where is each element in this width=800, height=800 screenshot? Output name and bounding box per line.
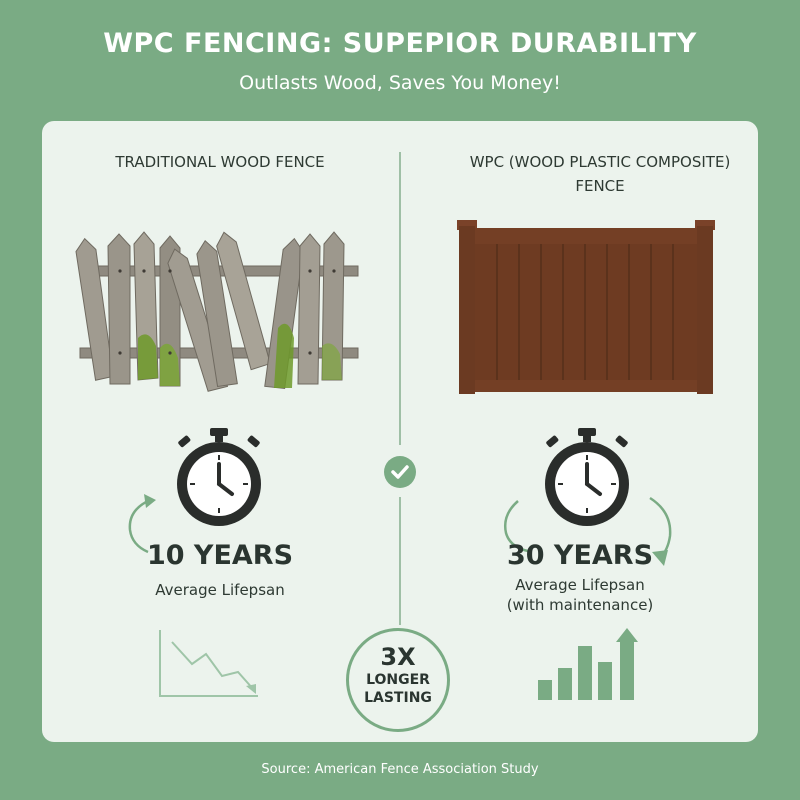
wpc-lifespan-note: (with maintenance) (506, 596, 654, 614)
multiplier-line1: LONGER (366, 672, 430, 688)
wood-stopwatch-icon (177, 428, 261, 526)
wpc-cycle-arrow-left-icon (504, 500, 529, 553)
declining-line-chart-icon (159, 630, 258, 697)
check-circle-icon (384, 456, 416, 488)
broken-wood-fence-icon (75, 231, 359, 392)
wpc-fence-heading: WPC (WOOD PLASTIC COMPOSITE) FENCE (440, 150, 760, 198)
page-subtitle: Outlasts Wood, Saves You Money! (239, 72, 561, 94)
page-title: WPC FENCING: SUPEPIOR DURABILITY (103, 28, 697, 59)
wpc-stopwatch-icon (545, 428, 629, 526)
center-divider-top (399, 152, 401, 445)
source-citation: Source: American Fence Association Study (261, 762, 539, 777)
wpc-cycle-arrow-right-icon (649, 496, 672, 566)
center-divider-bottom (399, 497, 401, 625)
wpc-heading-line2: FENCE (575, 177, 625, 195)
rising-bar-chart-icon (538, 628, 638, 700)
wpc-lifespan-text: Average Lifepsan (515, 576, 645, 594)
wpc-fence-panel-icon (457, 220, 715, 394)
wood-lifespan-label: Average Lifepsan (155, 581, 285, 599)
wood-cycle-arrow-icon (128, 494, 156, 554)
longer-lasting-badge: 3X LONGER LASTING (346, 628, 450, 732)
wpc-lifespan-label: Average Lifepsan (with maintenance) (460, 575, 700, 615)
wpc-years-value: 30 YEARS (506, 540, 654, 571)
wood-years-value: 10 YEARS (146, 540, 294, 571)
multiplier-value: 3X (380, 643, 416, 671)
multiplier-line2: LASTING (364, 690, 432, 706)
wpc-heading-line1: WPC (WOOD PLASTIC COMPOSITE) (469, 153, 731, 171)
wood-fence-heading: TRADITIONAL WOOD FENCE (115, 153, 325, 171)
